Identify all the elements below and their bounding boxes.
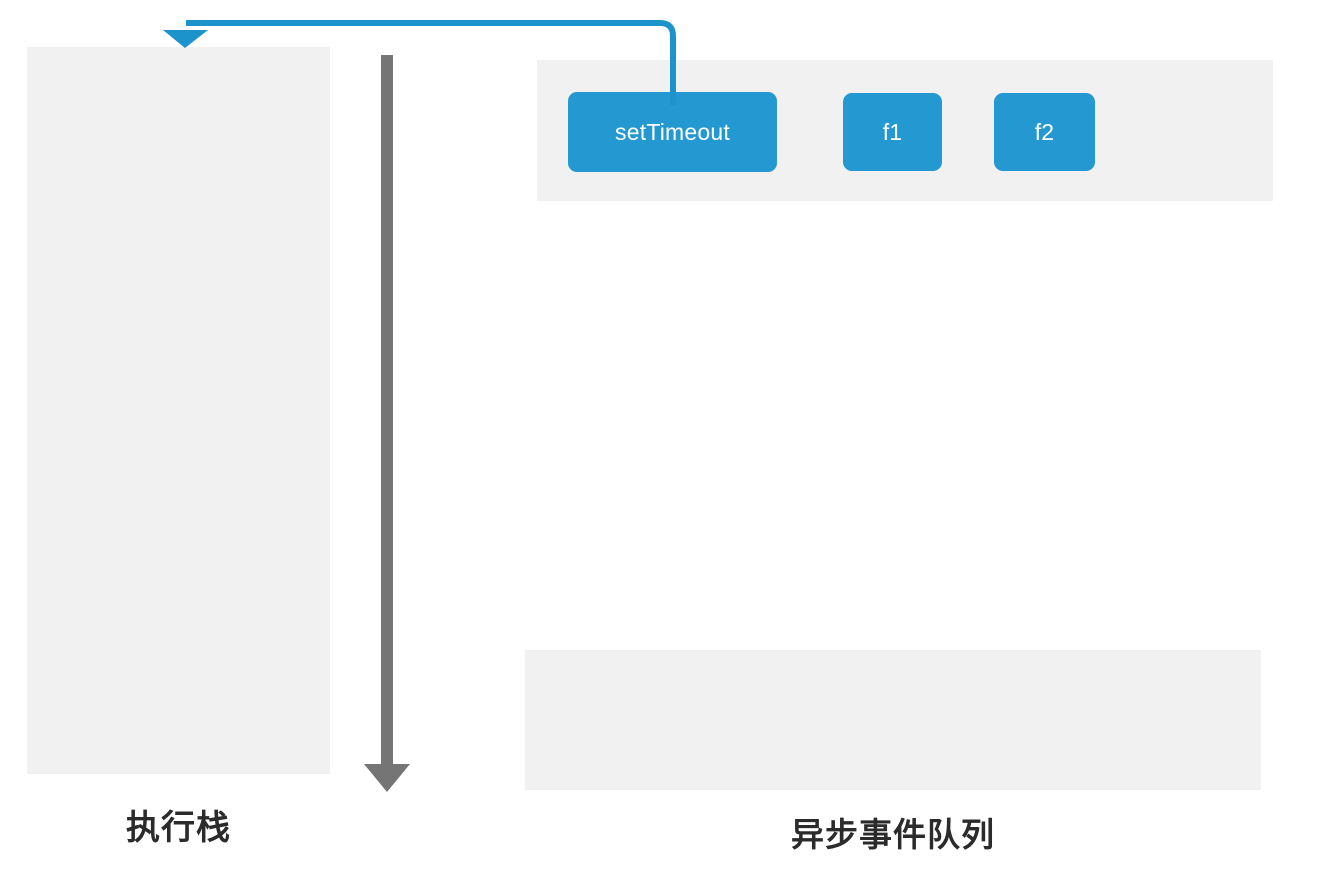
execution-stack-panel: [27, 47, 330, 774]
gray-arrow-icon: [364, 55, 410, 792]
event-loop-arrow: [360, 55, 414, 797]
async-event-queue-lower-panel: [525, 650, 1261, 790]
task-block-f2[interactable]: f2: [994, 93, 1095, 171]
execution-stack-label: 执行栈: [126, 808, 231, 848]
task-block-f1[interactable]: f1: [843, 93, 942, 171]
task-block-settimeout[interactable]: setTimeout: [568, 92, 777, 172]
async-event-queue-label: 异步事件队列: [791, 815, 995, 854]
